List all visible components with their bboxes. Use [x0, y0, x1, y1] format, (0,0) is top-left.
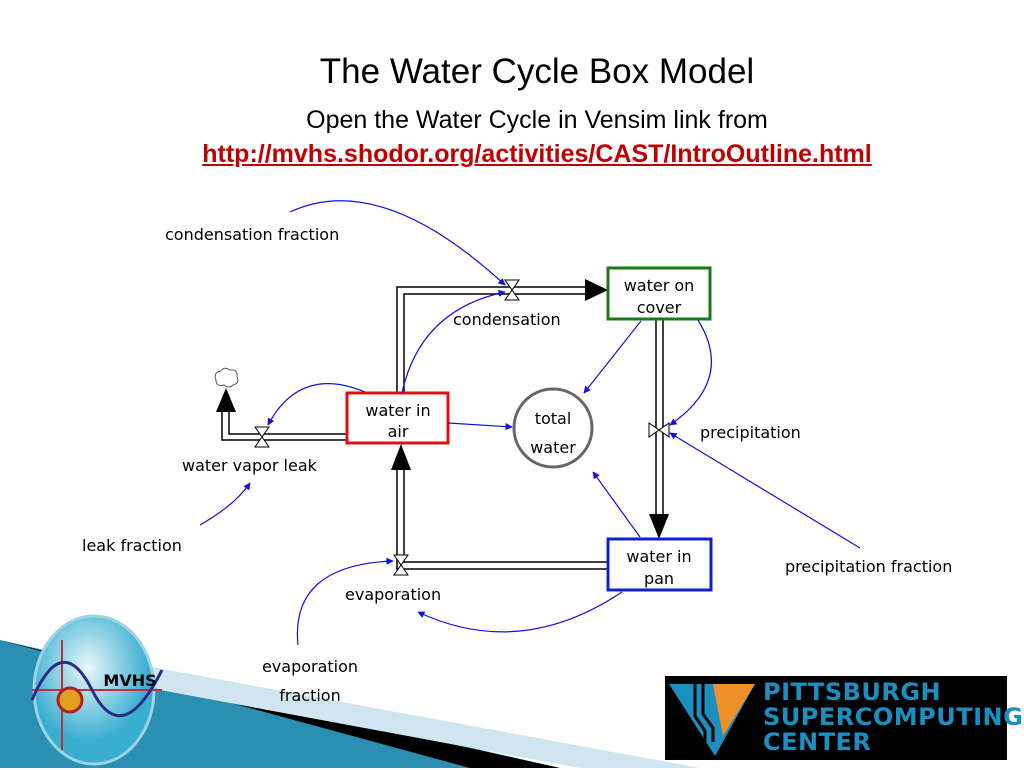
stock-label: air — [388, 422, 409, 441]
label-evaporation-fraction-1: evaporation — [262, 657, 358, 676]
slide-subtitle: Open the Water Cycle in Vensim link from — [306, 106, 768, 134]
stock-label: water in — [626, 547, 691, 566]
leak-valve-icon — [254, 426, 270, 448]
link-cover-precip — [669, 319, 712, 426]
condensation-pipe — [396, 286, 590, 393]
leak-pipe — [221, 410, 347, 441]
aux-total-water — [512, 387, 594, 469]
label-precipitation-fraction: precipitation fraction — [785, 557, 952, 576]
psc-logo-mark — [669, 684, 755, 756]
psc-line-3: CENTER — [763, 728, 872, 756]
psc-logo: PITTSBURGH SUPERCOMPUTING CENTER — [665, 676, 1023, 760]
stock-label: water on — [624, 276, 695, 295]
aux-label: water — [530, 438, 576, 457]
stock-label: pan — [644, 569, 674, 588]
label-precipitation: precipitation — [700, 423, 801, 442]
causal-links — [199, 200, 861, 646]
label-water-vapor-leak: water vapor leak — [182, 456, 318, 475]
precipitation-pipe — [655, 319, 664, 515]
link-cover-total — [583, 320, 642, 394]
precipitation-valve-icon — [648, 422, 670, 438]
link-condfrac-cond — [289, 200, 506, 286]
link-air-leak — [267, 383, 366, 426]
mvhs-logo-text: MVHS — [103, 671, 156, 690]
evaporation-valve-icon — [393, 554, 409, 576]
link-pan-total — [592, 471, 641, 538]
condensation-valve-icon — [504, 279, 520, 301]
intro-outline-link[interactable]: http://mvhs.shodor.org/activities/CAST/I… — [202, 140, 872, 168]
label-evaporation: evaporation — [345, 585, 441, 604]
arrow-to-pan — [649, 514, 669, 539]
cloud-sink-icon — [214, 367, 239, 388]
link-precipfrac-precip — [669, 432, 861, 549]
arrow-to-cover — [585, 279, 608, 301]
link-evapfrac-evap — [296, 557, 394, 646]
flow-arrowheads — [216, 279, 669, 539]
stock-label: water in — [365, 401, 430, 420]
evaporation-pipe — [396, 470, 608, 570]
arrow-to-air — [391, 444, 411, 470]
label-condensation-fraction: condensation fraction — [165, 225, 339, 244]
stock-water-in-pan — [606, 537, 713, 592]
aux-label: total — [535, 409, 572, 428]
arrow-to-cloud — [216, 388, 236, 412]
link-air-cond — [401, 289, 506, 394]
stock-water-on-cover — [606, 266, 712, 321]
mvhs-logo: MVHS — [30, 614, 164, 766]
psc-line-1: PITTSBURGH — [763, 678, 942, 706]
psc-line-2: SUPERCOMPUTING — [763, 703, 1024, 731]
label-condensation: condensation — [453, 310, 561, 329]
link-leakfrac-leak — [199, 482, 251, 526]
link-pan-evap — [417, 591, 623, 633]
label-evaporation-fraction-2: fraction — [279, 686, 340, 705]
stock-label: cover — [637, 298, 682, 317]
link-air-total — [447, 422, 513, 431]
stock-water-in-air — [345, 391, 450, 445]
label-leak-fraction: leak fraction — [82, 536, 182, 555]
slide-title: The Water Cycle Box Model — [319, 52, 755, 91]
